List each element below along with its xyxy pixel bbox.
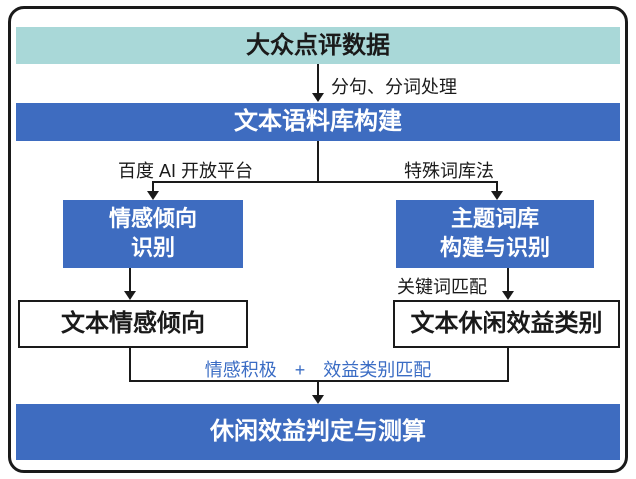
node-topic-label-line1: 主题词库 [450,206,539,232]
connector-merge-right-line [507,348,509,382]
node-category-result: 文本休闲效益类别 [393,300,620,348]
node-sentiment-label-line1: 情感倾向 [108,206,197,232]
node-topic-label-line2: 构建与识别 [439,235,550,260]
connector-branch-left-line [152,183,154,193]
edge-label-segmentation: 分句、分词处理 [331,77,457,97]
node-topic-lexicon: 主题词库 构建与识别 [396,200,594,268]
diagram-border [8,6,628,473]
node-sentiment-label: 情感倾向 识别 [109,205,197,262]
edge-label-baidu-platform: 百度 AI 开放平台 [118,161,254,181]
node-source-data: 大众点评数据 [16,27,620,64]
edge-label-merge-condition: 情感积极 + 效益类别匹配 [204,360,432,380]
connector-corpus-branch-stub [317,141,319,183]
node-sentiment-recognition: 情感倾向 识别 [63,200,243,268]
node-corpus-construction: 文本语料库构建 [16,103,620,141]
node-final-determination: 休闲效益判定与测算 [16,404,620,460]
connector-branch-horizontal-line [152,181,498,183]
connector-category-result-line [507,268,509,292]
connector-merge-final-line [317,382,319,396]
node-sentiment-result: 文本情感倾向 [18,300,248,348]
connector-source-corpus-line [317,64,319,94]
connector-merge-left-line [129,348,131,382]
connector-sentiment-result-line [129,268,131,292]
arrowhead-category-result-icon [502,291,514,300]
connector-branch-right-line [496,183,498,193]
arrowhead-branch-left-icon [147,191,159,200]
arrowhead-sentiment-result-icon [124,291,136,300]
edge-label-special-lexicon: 特殊词库法 [404,161,494,181]
arrowhead-branch-right-icon [491,191,503,200]
arrowhead-merge-final-icon [312,395,324,404]
edge-label-keyword-match: 关键词匹配 [397,277,487,297]
arrowhead-source-corpus-icon [312,93,324,102]
connector-merge-horizontal-line [129,380,509,382]
node-topic-label: 主题词库 构建与识别 [440,205,550,262]
node-sentiment-label-line2: 识别 [130,235,175,260]
